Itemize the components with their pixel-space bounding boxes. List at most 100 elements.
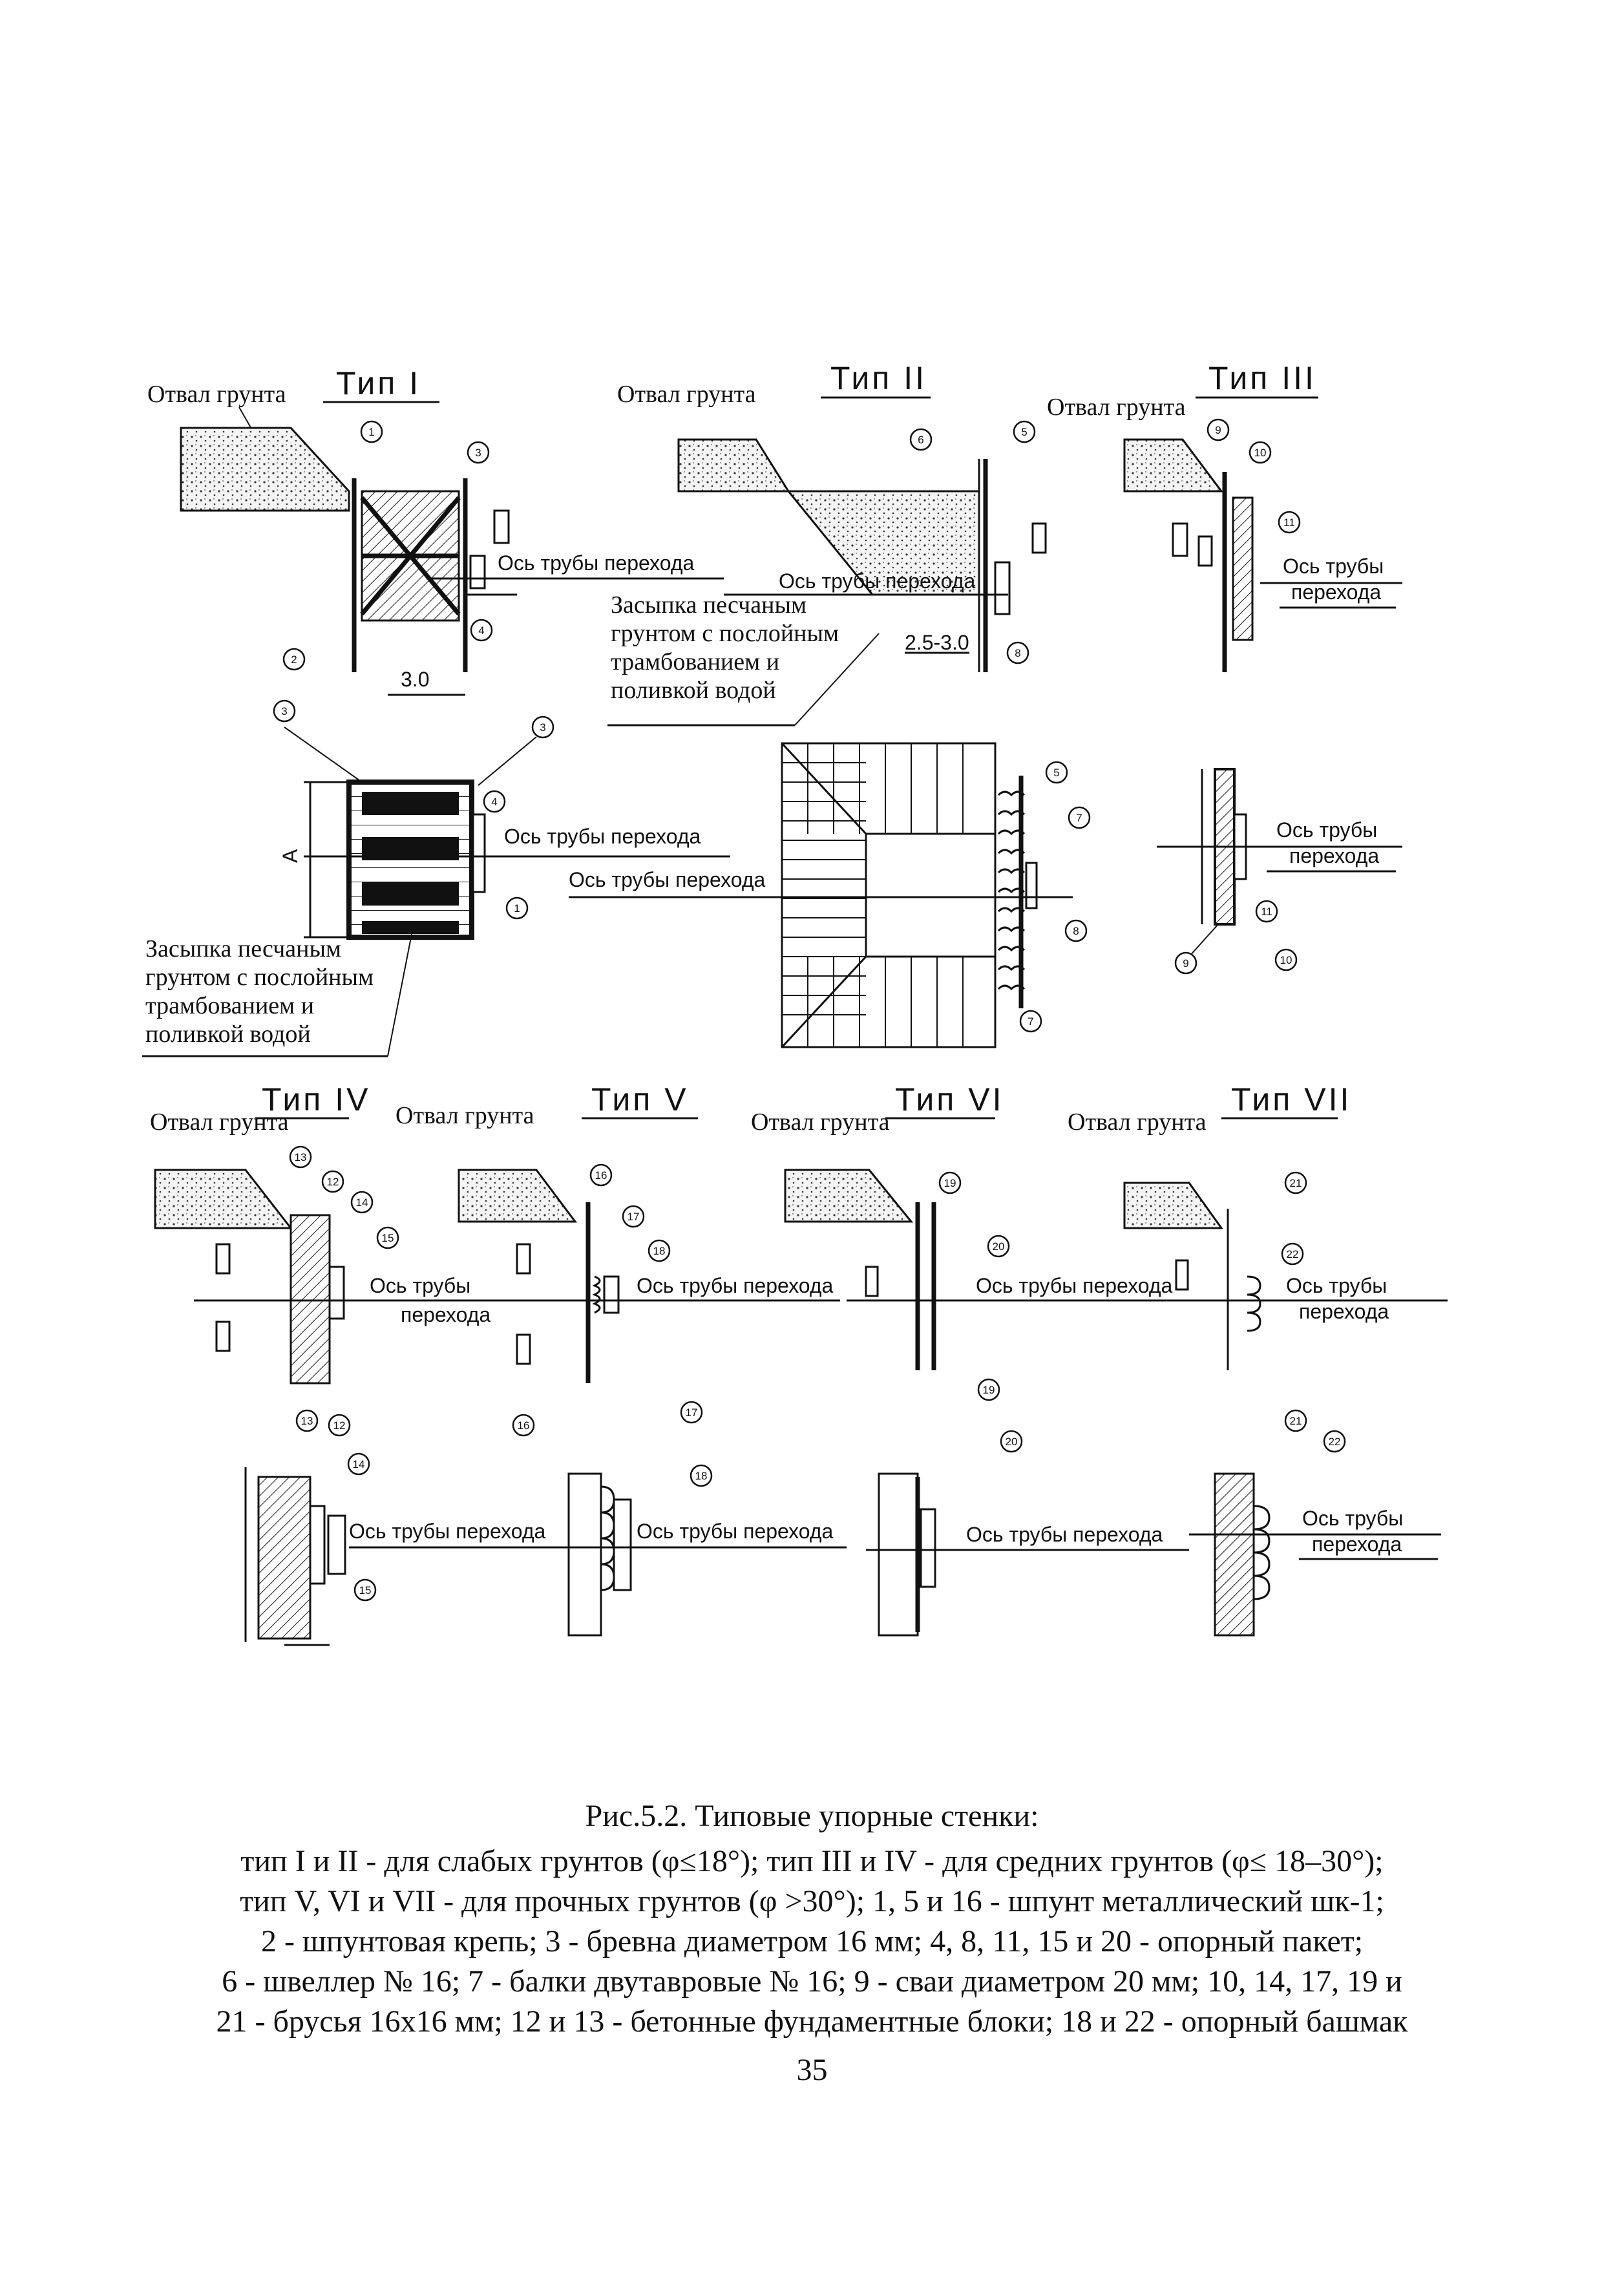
callout-17a: 17 bbox=[622, 1205, 645, 1228]
svg-text:14: 14 bbox=[356, 1196, 368, 1209]
svg-text:2: 2 bbox=[291, 653, 297, 666]
spoil-heap-t1 bbox=[180, 427, 350, 512]
callout-5b: 5 bbox=[1045, 761, 1068, 784]
callout-21a: 21 bbox=[1284, 1171, 1307, 1194]
backfill-t1-3: трамбованием и bbox=[145, 992, 314, 1019]
callout-15b: 15 bbox=[353, 1578, 377, 1602]
svg-text:13: 13 bbox=[301, 1415, 313, 1427]
pipe-axis-label-plan1: Ось трубы перехода bbox=[504, 825, 701, 848]
svg-text:22: 22 bbox=[1329, 1436, 1341, 1448]
backfill-t2-1: Засыпка песчаным bbox=[611, 591, 807, 619]
callout-3a: 3 bbox=[467, 441, 490, 464]
callout-12b: 12 bbox=[328, 1414, 351, 1437]
pipe-axis-t4-l2: перехода bbox=[401, 1303, 490, 1326]
spoil-label-t3: Отвал грунта bbox=[1047, 394, 1186, 421]
type-6-plan: Ось трубы перехода bbox=[866, 1472, 1189, 1637]
callout-2a: 2 bbox=[282, 648, 306, 671]
type-6-title: Тип VI bbox=[895, 1081, 1004, 1118]
callout-12a: 12 bbox=[321, 1170, 344, 1193]
backfill-t2-4: поливкой водой bbox=[611, 677, 776, 704]
svg-text:3: 3 bbox=[540, 721, 545, 734]
callout-17b: 17 bbox=[680, 1401, 703, 1424]
spoil-label-t7: Отвал грунта bbox=[1068, 1109, 1207, 1136]
spoil-heap-t4 bbox=[154, 1169, 293, 1229]
page-number: 35 bbox=[796, 2053, 828, 2087]
pipe-axis-p7-l1: Ось трубы bbox=[1302, 1507, 1403, 1530]
type-1-title: Тип I bbox=[336, 365, 421, 401]
spoil-heap-t7 bbox=[1123, 1182, 1223, 1229]
svg-text:6: 6 bbox=[918, 434, 923, 446]
svg-text:10: 10 bbox=[1254, 447, 1267, 459]
svg-text:16: 16 bbox=[595, 1169, 607, 1182]
backfill-t1-4: поливкой водой bbox=[145, 1021, 311, 1048]
callout-13a: 13 bbox=[289, 1145, 312, 1169]
callout-22a: 22 bbox=[1281, 1242, 1304, 1266]
spoil-label-t1: Отвал грунта bbox=[147, 381, 286, 408]
pipe-axis-label-t6: Ось трубы перехода bbox=[976, 1274, 1173, 1297]
callout-14b: 14 bbox=[347, 1452, 370, 1476]
type-7-section: Тип VII Отвал грунта Ось трубы перехода bbox=[1068, 1081, 1448, 1370]
figure-caption-line-3: 2 - шпунтовая крепь; 3 - бревна диаметро… bbox=[260, 1924, 1364, 1958]
pipe-axis-label-p4: Ось трубы перехода bbox=[349, 1520, 546, 1543]
callout-18a: 18 bbox=[648, 1239, 671, 1262]
callout-8b: 8 bbox=[1064, 919, 1088, 942]
callout-20a: 20 bbox=[987, 1235, 1010, 1258]
svg-text:10: 10 bbox=[1280, 954, 1292, 966]
figure-caption-title: Рис.5.2. Типовые упорные стенки: bbox=[585, 1799, 1039, 1833]
svg-text:8: 8 bbox=[1073, 925, 1079, 937]
svg-text:5: 5 bbox=[1053, 767, 1059, 779]
backfill-t1-2: грунтом с послойным bbox=[145, 964, 374, 991]
spoil-heap-t6 bbox=[784, 1169, 914, 1223]
pipe-axis-label-t5: Ось трубы перехода bbox=[637, 1274, 834, 1297]
callout-14a: 14 bbox=[350, 1191, 374, 1214]
type-4-title: Тип IV bbox=[262, 1081, 370, 1118]
callout-11a: 11 bbox=[1278, 511, 1301, 534]
svg-text:18: 18 bbox=[653, 1245, 666, 1257]
type-1-plan: A Ось трубы перехода Засыпка песчаным гр… bbox=[142, 727, 730, 1057]
pipe-axis-t7-l2: перехода bbox=[1299, 1300, 1389, 1323]
type-1-section: Отвал грунта Тип I 3.0 Ось трубы переход… bbox=[147, 365, 724, 696]
type-7-title: Тип VII bbox=[1231, 1081, 1351, 1118]
pipe-axis-label-p6: Ось трубы перехода bbox=[966, 1523, 1163, 1546]
svg-text:9: 9 bbox=[1183, 957, 1188, 970]
svg-text:8: 8 bbox=[1015, 647, 1020, 659]
pipe-axis-t4-l1: Ось трубы bbox=[370, 1274, 470, 1297]
callout-7a: 7 bbox=[1068, 806, 1091, 829]
figure-caption-line-2: тип V, VI и VII - для прочных грунтов (φ… bbox=[240, 1884, 1384, 1918]
callout-18b: 18 bbox=[690, 1464, 713, 1487]
callout-22b: 22 bbox=[1323, 1430, 1346, 1453]
figure-caption-line-5: 21 - брусья 16х16 мм; 12 и 13 - бетонные… bbox=[216, 2004, 1408, 2039]
callout-3b: 3 bbox=[531, 716, 554, 739]
svg-text:17: 17 bbox=[627, 1211, 640, 1223]
type-5-title: Тип V bbox=[591, 1081, 689, 1118]
type-2-plan: Ось трубы перехода bbox=[569, 742, 1073, 1048]
callout-21b: 21 bbox=[1284, 1409, 1307, 1432]
callout-19b: 19 bbox=[977, 1378, 1000, 1401]
svg-text:19: 19 bbox=[944, 1177, 956, 1189]
type-4-section: Тип IV Отвал грунта Ось трубы перехода bbox=[150, 1081, 504, 1385]
type-2-title: Тип II bbox=[830, 360, 927, 396]
backfill-t1-1: Засыпка песчаным bbox=[145, 935, 341, 962]
svg-text:1: 1 bbox=[368, 426, 374, 438]
backfill-t2-3: трамбованием и bbox=[611, 648, 779, 675]
type-7-plan: Ось трубы перехода bbox=[1189, 1472, 1441, 1637]
callout-13b: 13 bbox=[295, 1409, 319, 1432]
svg-text:7: 7 bbox=[1076, 812, 1082, 824]
pipe-axis-p3-l1: Ось трубы bbox=[1276, 818, 1377, 842]
svg-text:15: 15 bbox=[359, 1584, 372, 1597]
type-5-plan: Ось трубы перехода bbox=[556, 1472, 847, 1637]
type-5-section: Тип V Отвал грунта Ось трубы перехода bbox=[395, 1081, 840, 1383]
svg-text:4: 4 bbox=[478, 624, 484, 637]
callout-6a: 6 bbox=[909, 428, 933, 451]
spoil-heap-t3 bbox=[1123, 438, 1223, 493]
spoil-label-t2: Отвал грунта bbox=[617, 381, 756, 408]
callout-4a: 4 bbox=[470, 619, 493, 642]
svg-text:A: A bbox=[279, 849, 302, 863]
pipe-axis-p3-l2: перехода bbox=[1289, 844, 1379, 867]
svg-text:11: 11 bbox=[1261, 906, 1272, 918]
callout-16b: 16 bbox=[512, 1414, 535, 1437]
figure-caption-line-1: тип I и II - для слабых грунтов (φ≤18°);… bbox=[240, 1844, 1384, 1878]
svg-text:11: 11 bbox=[1283, 516, 1295, 529]
svg-text:15: 15 bbox=[382, 1232, 394, 1244]
svg-text:9: 9 bbox=[1215, 424, 1221, 436]
